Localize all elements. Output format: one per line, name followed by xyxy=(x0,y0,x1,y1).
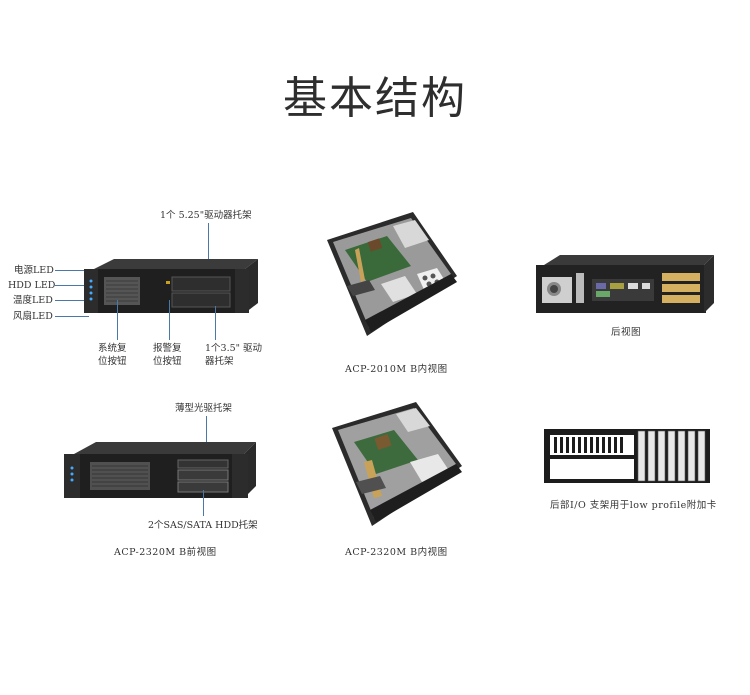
drive-bay-35-leader xyxy=(215,306,216,340)
chassis-2320-inside-image xyxy=(332,402,462,526)
rear-view-caption: 后视图 xyxy=(611,327,642,338)
temp-led-leader xyxy=(55,300,89,301)
temp-led-label: 温度LED xyxy=(13,295,53,306)
front-2320-caption: ACP-2320M B前视图 xyxy=(114,547,217,558)
power-led-label: 电源LED xyxy=(14,265,54,276)
inside-2320-caption: ACP-2320M B内视图 xyxy=(345,547,448,558)
chassis-2010-inside-image xyxy=(327,212,457,336)
hdd-bay-label: 2个SAS/SATA HDD托架 xyxy=(148,520,258,531)
hdd-led-label: HDD LED xyxy=(8,280,56,291)
slim-odd-bay-leader xyxy=(206,416,207,466)
slim-odd-bay-label: 薄型光驱托架 xyxy=(175,403,233,414)
alarm-reset-leader xyxy=(169,300,170,340)
hdd-led-leader xyxy=(55,285,89,286)
io-bracket-caption: 后部I/O 支架用于low profile附加卡 xyxy=(550,500,717,511)
page-title: 基本结构 xyxy=(283,73,467,124)
rear-view-image xyxy=(536,255,714,313)
system-reset-leader xyxy=(117,300,118,340)
system-reset-label-2: 位按钮 xyxy=(98,356,127,367)
chassis-2320-front-image xyxy=(64,442,256,498)
drive-bay-525-label: 1个 5.25"驱动器托架 xyxy=(160,210,252,221)
inside-2010-caption: ACP-2010M B内视图 xyxy=(345,364,448,375)
power-led-leader xyxy=(55,270,91,271)
drive-bay-35-label-1: 1个3.5" 驱动 xyxy=(205,343,263,354)
fan-led-leader xyxy=(55,316,89,317)
fan-led-label: 风扇LED xyxy=(13,311,53,322)
io-bracket-image xyxy=(544,429,710,483)
alarm-reset-label-1: 报警复 xyxy=(153,343,182,354)
drive-bay-525-leader xyxy=(208,223,209,270)
system-reset-label-1: 系统复 xyxy=(98,343,127,354)
hdd-bay-leader xyxy=(203,490,204,516)
alarm-reset-label-2: 位按钮 xyxy=(153,356,182,367)
chassis-2010-front-image xyxy=(84,259,258,313)
drive-bay-35-label-2: 器托架 xyxy=(205,356,234,367)
